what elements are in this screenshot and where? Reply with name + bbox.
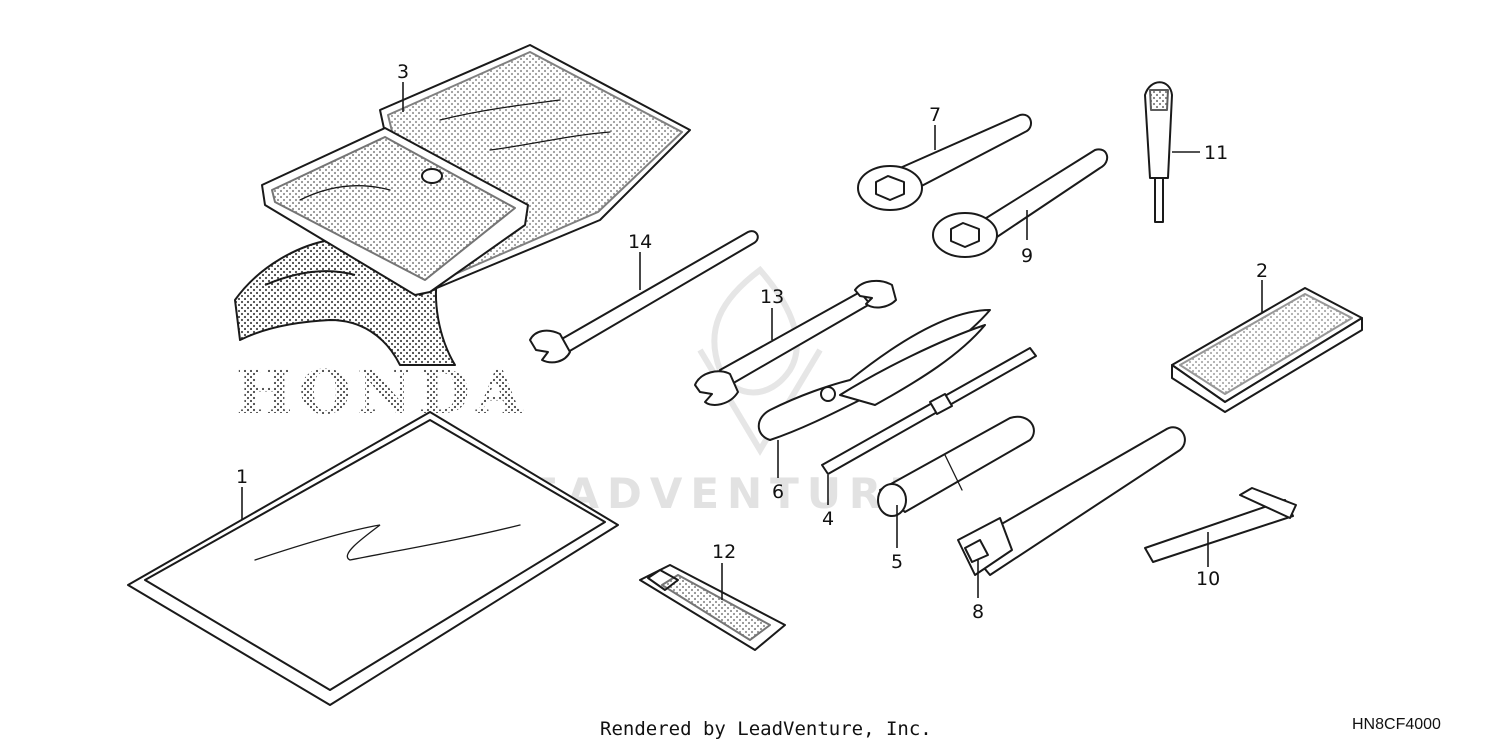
callout-9: 9	[1021, 245, 1033, 267]
callout-1: 1	[236, 466, 248, 488]
owners-manual-envelope	[127, 411, 619, 706]
callout-8: 8	[972, 601, 984, 623]
callout-labels: 1 2 3 4 5 6 7 8 9 10 11 12 13 14	[236, 61, 1268, 623]
spark-plug-wrench	[957, 426, 1186, 576]
footer-credit: Rendered by LeadVenture, Inc.	[600, 718, 932, 740]
long-wrench	[529, 230, 759, 364]
callout-3: 3	[397, 61, 409, 83]
callout-14: 14	[628, 231, 652, 253]
tool-bag	[261, 44, 691, 296]
double-open-end-wrench	[694, 279, 897, 406]
callout-5: 5	[891, 551, 903, 573]
screwdriver-bit	[821, 347, 1037, 475]
callout-11: 11	[1204, 142, 1228, 164]
hex-key	[1144, 487, 1297, 563]
ring-wrench-7	[857, 113, 1032, 211]
honda-logo-text: HONDA	[236, 358, 528, 428]
diagram-code: HN8CF4000	[1352, 716, 1441, 733]
strap	[639, 564, 786, 651]
callout-4: 4	[822, 508, 834, 530]
callout-2: 2	[1256, 260, 1268, 282]
callout-12: 12	[712, 541, 736, 563]
callout-6: 6	[772, 481, 784, 503]
foam-pad	[1171, 287, 1363, 413]
ring-wrench-9	[932, 148, 1109, 258]
screwdriver-grip	[1144, 81, 1173, 223]
callout-leaders	[241, 82, 1263, 600]
callout-13: 13	[760, 286, 784, 308]
pliers	[757, 309, 991, 441]
callout-7: 7	[929, 104, 941, 126]
callout-10: 10	[1196, 568, 1220, 590]
screwdriver-handle	[877, 415, 1035, 517]
